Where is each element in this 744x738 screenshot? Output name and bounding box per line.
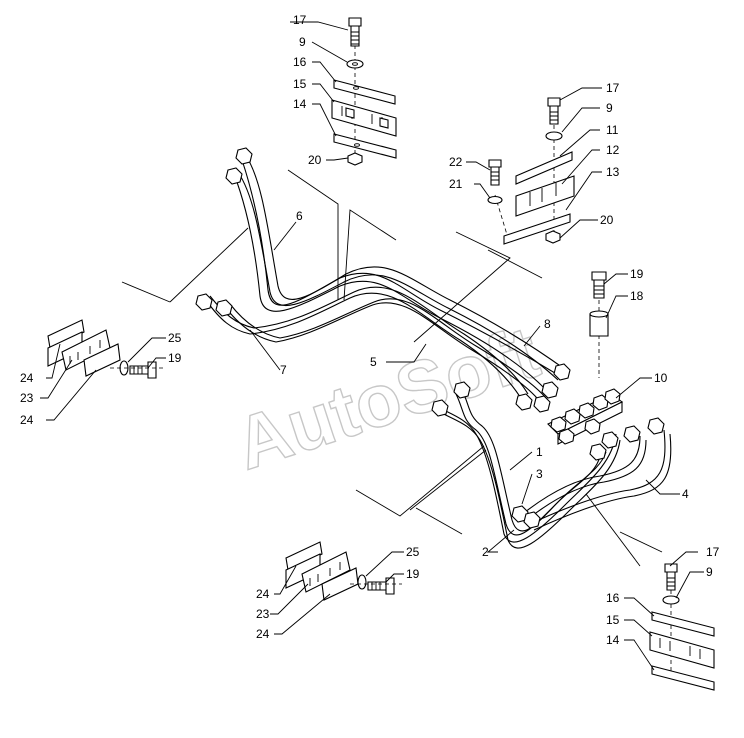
clamp-15-bottom-right <box>649 631 715 669</box>
callout-24-bottom-b: 24 <box>256 627 270 641</box>
callout-15-bottom-right: 15 <box>606 613 620 627</box>
callout-17-top: 17 <box>293 13 307 27</box>
washer-9-top <box>346 59 364 69</box>
callout-22: 22 <box>449 155 463 169</box>
lower-pipe-bundle: 1 3 2 4 <box>355 381 689 567</box>
bolt-17-bottom-right <box>664 563 678 591</box>
plate-11-right <box>515 151 573 185</box>
bolt-spacer-assembly: 19 18 <box>589 267 644 378</box>
callout-18: 18 <box>630 289 644 303</box>
washer-25-bottom <box>357 574 367 590</box>
clamp-12-right <box>515 175 575 217</box>
callout-23-left: 23 <box>20 391 34 405</box>
callout-6: 6 <box>296 209 303 223</box>
callout-10: 10 <box>654 371 668 385</box>
pipe-nut-left-1 <box>195 293 213 311</box>
washer-21-right <box>487 195 503 205</box>
callout-24-bottom-a: 24 <box>256 587 270 601</box>
callout-19-bottom: 19 <box>406 567 420 581</box>
callout-8: 8 <box>544 317 551 331</box>
washer-9-right <box>545 131 563 141</box>
callout-24-left-a: 24 <box>20 371 34 385</box>
callout-25-left: 25 <box>168 331 182 345</box>
callout-24-left-b: 24 <box>20 413 34 427</box>
callout-5: 5 <box>370 355 377 369</box>
clamp-assembly-top: 17 9 16 15 14 20 <box>290 13 397 167</box>
callout-23-bottom: 23 <box>256 607 270 621</box>
callout-20-top: 20 <box>308 153 322 167</box>
pipe-nut-left-2 <box>215 299 233 317</box>
callout-17-right: 17 <box>606 81 620 95</box>
callout-13: 13 <box>606 165 620 179</box>
plate-13-right <box>503 213 571 245</box>
pipe-nut-lower-1 <box>453 381 471 399</box>
callout-19-left: 19 <box>168 351 182 365</box>
callout-7: 7 <box>280 363 287 377</box>
callout-16-bottom-right: 16 <box>606 591 620 605</box>
callout-12: 12 <box>606 143 620 157</box>
callout-16-top: 16 <box>293 55 307 69</box>
callout-9-right: 9 <box>606 101 613 115</box>
callout-14-bottom-right: 14 <box>606 633 620 647</box>
clamp-assembly-left: 24 23 24 25 19 <box>20 319 182 427</box>
callout-21: 21 <box>449 177 463 191</box>
clamp-15-top <box>331 99 397 137</box>
clamp-assembly-bottom-right: 17 9 16 15 14 <box>606 545 720 691</box>
plate-24-left <box>83 343 121 377</box>
plate-14-top <box>333 133 397 159</box>
pipe-nut-lower-2 <box>431 399 449 417</box>
callout-14-top: 14 <box>293 97 307 111</box>
callout-20-right: 20 <box>600 213 614 227</box>
pipe-nut-upper-1 <box>235 147 253 165</box>
callout-9-bottom-right: 9 <box>706 565 713 579</box>
nut-20-top <box>347 152 363 166</box>
bolt-19-mid <box>591 271 607 299</box>
callout-15-top: 15 <box>293 77 307 91</box>
plate-16-top <box>333 79 396 105</box>
clamp-23-bottom <box>301 551 351 593</box>
bolt-17-right <box>547 97 561 125</box>
clamp-assembly-right: 17 9 11 12 13 22 21 20 <box>449 81 620 245</box>
plate-16-bottom-right <box>651 611 715 637</box>
callout-2: 2 <box>482 545 489 559</box>
callout-9-top: 9 <box>299 35 306 49</box>
clamp-assembly-bottom-center: 24 23 24 25 19 <box>256 541 420 641</box>
washer-9-bottom-right <box>662 595 680 605</box>
nut-20-right <box>545 230 561 244</box>
callout-19-mid: 19 <box>630 267 644 281</box>
callout-25-bottom: 25 <box>406 545 420 559</box>
callout-4: 4 <box>682 487 689 501</box>
callout-11: 11 <box>606 123 619 137</box>
pipe-nut-upper-2 <box>225 167 243 185</box>
distribution-block: 10 <box>547 371 668 445</box>
callout-1: 1 <box>536 445 543 459</box>
plate-14-bottom-right <box>651 665 715 691</box>
upper-pipe-bundle: 6 8 5 7 <box>121 147 571 413</box>
callout-17-bottom-right: 17 <box>706 545 720 559</box>
bolt-22-right <box>488 159 502 186</box>
callout-3: 3 <box>536 467 543 481</box>
